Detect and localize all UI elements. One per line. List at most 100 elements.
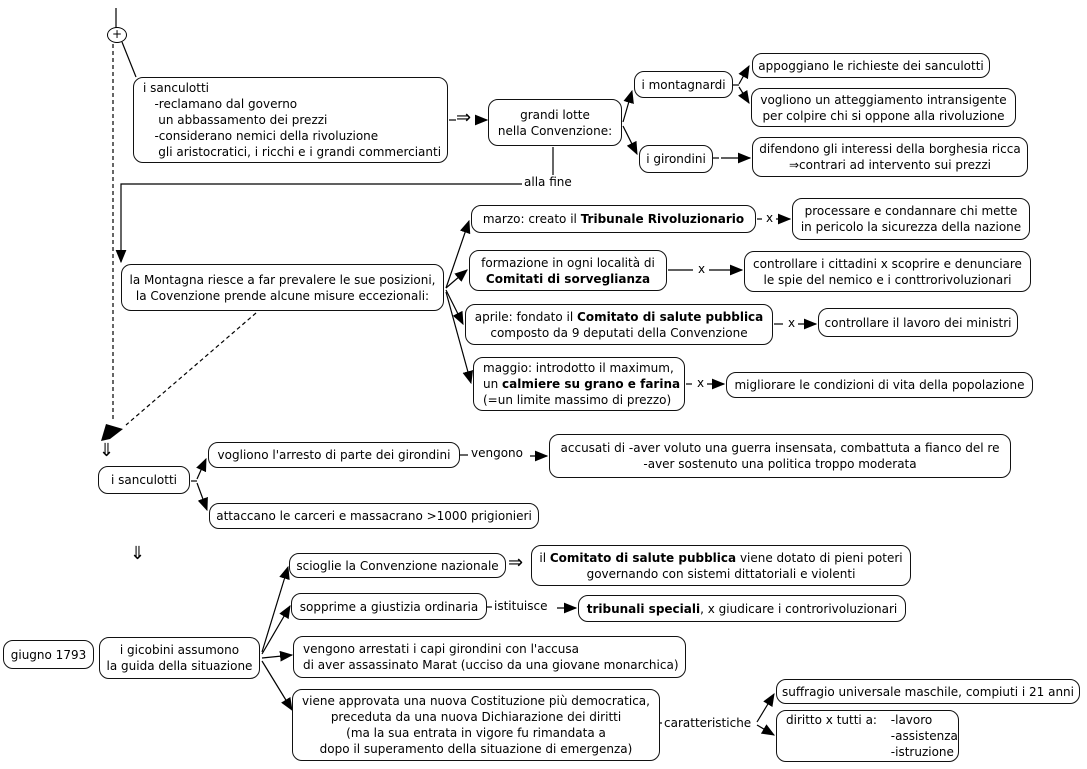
link-label-x[interactable]: x (696, 262, 708, 276)
node-text: un abbassamento dei prezzi (143, 113, 328, 127)
node-text: maggio: introdotto il maximum, (483, 361, 674, 375)
node-sanculotti[interactable]: i sanculotti (98, 466, 190, 494)
node-text: la Montagna riesce a far prevalere le su… (129, 272, 436, 287)
node-text: processare e condannare chi mette (804, 204, 1018, 218)
node-comitati-sorveglianza[interactable]: formazione in ogni località di Comitati … (469, 250, 667, 291)
node-text: (ma la sua entrata in vigore fu rimandat… (346, 726, 606, 740)
node-suffragio-universale[interactable]: suffragio universale maschile, compiuti … (776, 679, 1080, 704)
node-girondini[interactable]: i girondini (639, 145, 713, 173)
node-text: -considerano nemici della rivoluzione (143, 129, 379, 143)
node-grandi-lotte[interactable]: grandi lotte nella Convenzione: (488, 99, 622, 146)
node-sopprime-giustizia[interactable]: sopprime a giustizia ordinaria (291, 593, 487, 620)
node-text: suffragio universale maschile, compiuti … (782, 684, 1074, 699)
connector-gicobini-fanout (261, 565, 294, 712)
link-label-x[interactable]: x (764, 211, 776, 225)
dashed-arrowhead (101, 424, 123, 441)
link-label-alla-fine[interactable]: alla fine (522, 175, 574, 189)
node-text: sopprime a giustizia ordinaria (299, 599, 479, 614)
node-text: -assistenza (890, 729, 958, 743)
node-appoggiano[interactable]: appoggiano le richieste dei sanculotti (752, 53, 990, 78)
node-giugno-1793[interactable]: giugno 1793 (3, 640, 94, 669)
node-text: dopo il superamento della situazione di … (319, 742, 633, 756)
node-sanculotti-demands[interactable]: i sanculotti -reclamano dal governo un a… (133, 77, 448, 163)
node-text: attaccano le carceri e massacrano >1000 … (216, 509, 532, 523)
node-atteggiamento-intransigente[interactable]: vogliono un atteggiamento intransigente … (751, 88, 1016, 127)
double-down-arrow-symbol: ⇓ (130, 543, 146, 564)
node-text: preceduta da una nuova Dichiarazione dei… (330, 710, 622, 724)
double-right-arrow-symbol: ⇒ (508, 552, 524, 573)
node-text: (=un limite massimo di prezzo) (483, 393, 672, 407)
link-label-vengono[interactable]: vengono (469, 446, 525, 460)
node-text: in pericolo la sicurezza della nazione (800, 220, 1022, 234)
node-text: di aver assassinato Marat (ucciso da una… (303, 658, 679, 672)
node-tribunali-speciali[interactable]: tribunali speciali, x giudicare i contro… (578, 595, 906, 622)
node-tribunale-rivoluzionario[interactable]: marzo: creato il Tribunale Rivoluzionari… (471, 205, 756, 233)
node-text: accusati di -aver voluto una guerra inse… (560, 441, 1000, 455)
node-text: un calmiere su grano e farina (483, 377, 681, 391)
node-text: composto da 9 deputati della Convenzione (490, 325, 748, 340)
expand-collapse-toggle[interactable]: + (107, 27, 127, 43)
connector-vengono (460, 450, 549, 462)
node-text: formazione in ogni località di (481, 255, 655, 270)
node-text: ⇒contrari ad intervento sui prezzi (789, 158, 991, 172)
node-text: migliorare le condizioni di vita della p… (734, 378, 1025, 392)
node-migliorare-condizioni[interactable]: migliorare le condizioni di vita della p… (726, 372, 1033, 398)
link-label-x[interactable]: x (786, 316, 798, 330)
node-scioglie-convenzione[interactable]: scioglie la Convenzione nazionale (289, 553, 506, 578)
node-text: il Comitato di salute pubblica viene dot… (539, 550, 903, 565)
node-text: grandi lotte (520, 107, 590, 122)
node-text: le spie del nemico e i conttrorivoluzion… (763, 272, 1012, 287)
connector-grandi-lotte-fanout (622, 89, 638, 156)
node-attaccano-carceri[interactable]: attaccano le carceri e massacrano >1000 … (209, 503, 539, 529)
connector-montagna-fanout (445, 219, 474, 385)
link-label-istituisce[interactable]: istituisce (492, 599, 550, 613)
node-arresto-girondini[interactable]: vogliono l'arresto di parte dei girondin… (208, 442, 460, 468)
node-text: marzo: creato il Tribunale Rivoluzionari… (482, 212, 745, 226)
node-comitato-pieni-poteri[interactable]: il Comitato di salute pubblica viene dot… (531, 545, 911, 586)
node-text: scioglie la Convenzione nazionale (296, 558, 499, 573)
node-montagna-misure[interactable]: la Montagna riesce a far prevalere le su… (121, 264, 444, 311)
node-text: controllare i cittadini x scoprire e den… (753, 256, 1022, 271)
node-text: giugno 1793 (10, 647, 87, 662)
double-right-arrow-symbol: ⇒ (456, 107, 472, 128)
node-text: governando con sistemi dittatoriali e vi… (586, 566, 856, 581)
node-giacobini-guida[interactable]: i gicobini assumono la guida della situa… (99, 637, 260, 679)
link-label-x[interactable]: x (695, 376, 707, 390)
node-text: vogliono l'arresto di parte dei girondin… (217, 448, 451, 462)
node-text: -lavoro (890, 713, 933, 727)
node-text: i sanculotti (111, 473, 177, 487)
connector-sanculotti2-fanout (191, 457, 208, 512)
node-text: Comitati di sorveglianza (485, 271, 651, 286)
node-montagnardi[interactable]: i montagnardi (634, 71, 733, 98)
link-label-caratteristiche[interactable]: caratteristiche (662, 716, 754, 730)
node-maximum-calmiere[interactable]: maggio: introdotto il maximum, un calmie… (473, 357, 685, 411)
node-text: i girondini (646, 152, 706, 166)
double-down-arrow-symbol: ⇓ (99, 440, 115, 461)
connector-montagnardi-fanout (733, 64, 750, 105)
node-text: i sanculotti (143, 81, 209, 95)
node-difendono-borghesia[interactable]: difendono gli interessi della borghesia … (752, 137, 1028, 177)
node-text: la Covenzione prende alcune misure eccez… (135, 288, 430, 303)
node-processare-condannare[interactable]: processare e condannare chi mette in per… (792, 198, 1030, 240)
node-controllare-ministri[interactable]: controllare il lavoro dei ministri (818, 308, 1018, 337)
node-text: i montagnardi (641, 77, 726, 92)
node-text: vogliono un atteggiamento intransigente (760, 92, 1007, 107)
node-comitato-salute-pubblica[interactable]: aprile: fondato il Comitato di salute pu… (465, 304, 773, 345)
node-text: appoggiano le richieste dei sanculotti (758, 58, 984, 73)
node-text: vengono arrestati i capi girondini con l… (303, 642, 579, 656)
node-text: -istruzione (890, 745, 954, 759)
node-text: difendono gli interessi della borghesia … (759, 142, 1021, 156)
node-text: per colpire chi si oppone alla rivoluzio… (762, 108, 1005, 123)
node-text: tribunali speciali, x giudicare i contro… (586, 601, 898, 616)
node-text: nella Convenzione: (497, 123, 613, 138)
node-text: la guida della situazione (106, 659, 253, 673)
node-text: -aver sostenuto una politica troppo mode… (643, 457, 917, 471)
node-text: aprile: fondato il Comitato di salute pu… (474, 309, 764, 324)
node-arrestati-capi-girondini[interactable]: vengono arrestati i capi girondini con l… (293, 636, 686, 678)
connector-istituisce (487, 602, 578, 614)
node-nuova-costituzione[interactable]: viene approvata una nuova Costituzione p… (292, 689, 660, 761)
node-diritto-tutti[interactable]: diritto x tutti a: -lavoro -assistenza -… (776, 710, 959, 762)
node-controllare-cittadini[interactable]: controllare i cittadini x scoprire e den… (744, 251, 1031, 292)
node-accusati[interactable]: accusati di -aver voluto una guerra inse… (549, 434, 1011, 478)
